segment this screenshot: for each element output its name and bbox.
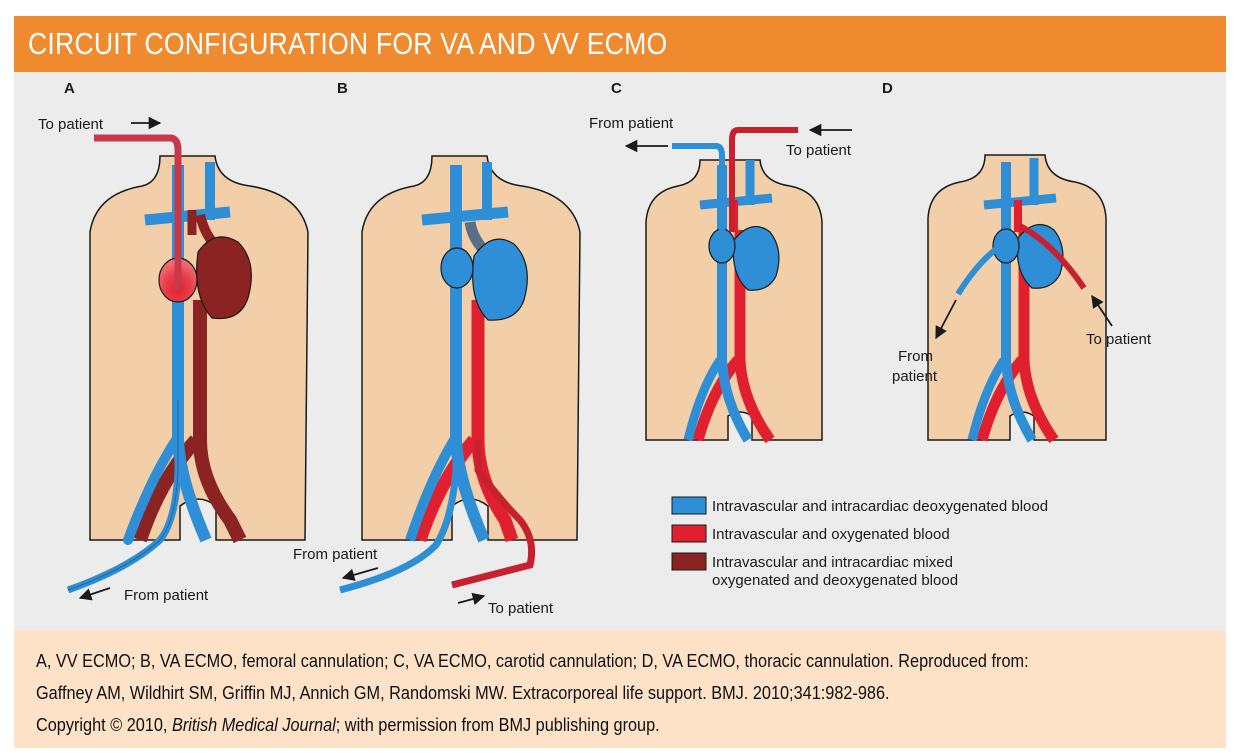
return-cannula-c [729, 127, 798, 232]
label-b-from-patient: From patient [293, 546, 378, 563]
panel-d-letter: D [882, 80, 893, 97]
legend-label-mixed-line2: oxygenated and deoxygenated blood [712, 572, 958, 589]
return-cannula-a [94, 134, 182, 290]
legend-label-oxygenated: Intravascular and oxygenated blood [712, 526, 950, 543]
caption-line-2: Gaffney AM, Wildhirt SM, Griffin MJ, Ann… [36, 682, 890, 703]
label-c-to-patient: To patient [786, 142, 852, 159]
legend-swatch-mixed [671, 552, 707, 571]
panel-d: D From patient To patient [882, 80, 1152, 444]
label-c-from-patient: From patient [589, 115, 674, 132]
panel-a: A To patient From patient [38, 80, 309, 604]
caption-journal-name: British Medical Journal [171, 714, 336, 735]
legend-swatch-deoxygenated [671, 496, 707, 515]
legend-swatch-oxygenated [671, 524, 707, 543]
legend: Intravascular and intracardiac deoxygena… [671, 496, 1048, 589]
heart-b [472, 238, 528, 321]
caption: A, VV ECMO; B, VA ECMO, femoral cannulat… [14, 630, 1226, 748]
label-d-patient: patient [892, 368, 938, 385]
label-a-to-patient: To patient [38, 116, 104, 133]
heart-d [1016, 223, 1064, 289]
drainage-cannula-d [955, 243, 1002, 296]
legend-label-deoxygenated: Intravascular and intracardiac deoxygena… [712, 498, 1048, 515]
torso-d [927, 154, 1107, 441]
femoral-vein-a [123, 435, 181, 545]
heart-a [196, 236, 252, 320]
panel-b: B From patient To patient [293, 80, 581, 617]
drainage-cannula-a [66, 400, 182, 594]
torso-c [645, 159, 823, 441]
legend-label-mixed-line1: Intravascular and intracardiac mixed [712, 554, 953, 571]
panel-c: C From patient To patient [589, 80, 852, 444]
label-b-to-patient: To patient [488, 600, 554, 617]
caption-line-3: Copyright © 2010, British Medical Journa… [36, 714, 660, 736]
label-d-to-patient: To patient [1086, 331, 1152, 348]
caption-permission: ; with permission from BMJ publishing gr… [335, 714, 660, 735]
drainage-cannula-b [339, 300, 460, 594]
caption-copyright: Copyright © 2010, [36, 714, 172, 735]
panel-b-letter: B [337, 80, 348, 97]
mixed-aorta-a [193, 300, 247, 544]
label-d-from: From [898, 348, 933, 365]
panel-a-letter: A [64, 80, 75, 97]
title-bar: CIRCUIT CONFIGURATION FOR VA AND VV ECMO [14, 16, 1226, 72]
figure-title: CIRCUIT CONFIGURATION FOR VA AND VV ECMO [28, 26, 668, 61]
heart-c [732, 225, 780, 291]
return-cannula-d [1018, 223, 1087, 290]
drainage-cannula-c [672, 143, 725, 250]
caption-line-1: A, VV ECMO; B, VA ECMO, femoral cannulat… [36, 650, 1029, 671]
panel-c-letter: C [611, 80, 622, 97]
label-a-from-patient: From patient [124, 587, 209, 604]
mixed-iliac-left-a [133, 435, 202, 543]
return-cannula-b [451, 440, 536, 589]
